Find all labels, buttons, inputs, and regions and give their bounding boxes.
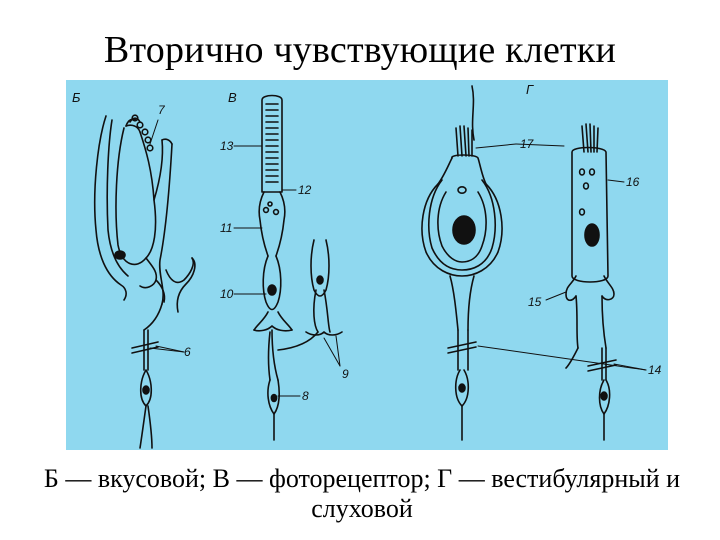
panel-label-b: Б [72,90,81,105]
label-13: 13 [220,139,234,153]
caption-line-2: слуховой [10,494,714,524]
taste-cell-drawing [95,115,195,448]
label-12: 12 [298,183,312,197]
label-11: 11 [220,221,232,235]
panel-label-v: В [228,90,237,105]
label-10: 10 [220,287,234,301]
cylindrical-hair-cell-drawing [478,124,646,440]
label-9: 9 [342,367,349,381]
caption-line-1: Б — вкусовой; В — фоторецептор; Г — вест… [10,464,714,494]
label-6: 6 [184,345,191,359]
slide-title: Вторично чувствующие клетки [0,28,720,72]
label-15: 15 [528,295,542,309]
panel-label-g: Г [526,82,534,97]
label-14: 14 [648,363,662,377]
receptor-cells-figure: Б В Г 7 6 13 12 11 10 8 9 17 16 15 14 [66,80,668,450]
label-7: 7 [158,103,166,117]
vestibular-cell-drawing [422,86,516,440]
label-17: 17 [520,137,535,151]
figure-caption: Б — вкусовой; В — фоторецептор; Г — вест… [10,464,714,524]
cells-illustration: Б В Г 7 6 13 12 11 10 8 9 17 16 15 14 [66,80,668,450]
label-16: 16 [626,175,640,189]
photoreceptor-cell-drawing [234,96,342,441]
label-8: 8 [302,389,309,403]
